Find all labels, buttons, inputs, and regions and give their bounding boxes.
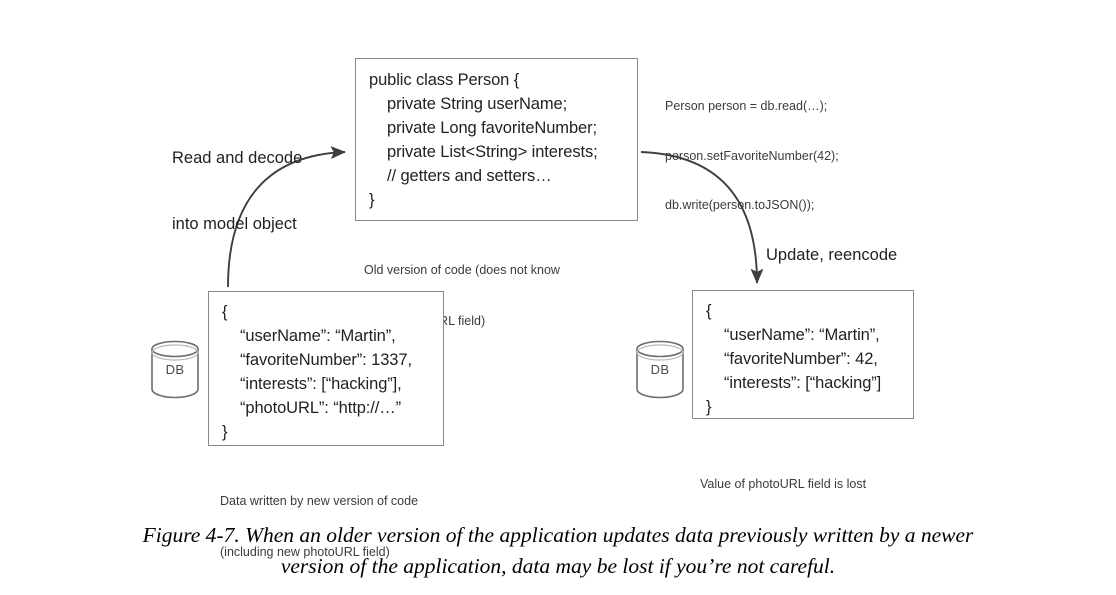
left-json-line-6: } [222,423,228,441]
database-label-right: DB [650,362,670,377]
figure-caption-line-1: Figure 4-7. When an older version of the… [142,523,974,547]
update-code-snippet: Person person = db.read(…); person.setFa… [665,65,839,247]
database-label-left: DB [165,362,185,377]
right-json-line-1: { [706,302,712,320]
right-json-document-box: { “userName”: “Martin”, “favoriteNumber”… [692,290,914,419]
right-json-line-4: “interests”: [“hacking”] [724,374,882,392]
left-json-caption-line-2: (including new photoURL field) [220,545,390,559]
database-cylinder-icon-right: DB [633,338,687,400]
read-label-line-1: Read and decode [172,149,303,167]
left-json-caption: Data written by new version of code (inc… [220,459,418,595]
figure-caption-line-2: version of the application, data may be … [280,554,836,578]
database-cylinder-icon-left: DB [148,338,202,400]
left-json-line-1: { [222,303,228,321]
class-code-line-4: private List<String> interests; [387,143,598,161]
right-json-line-5: } [706,398,712,416]
class-code-line-2: private String userName; [387,95,568,113]
database-cylinder-shape [636,340,684,399]
left-json-document-box: { “userName”: “Martin”, “favoriteNumber”… [208,291,444,446]
figure-caption: Figure 4-7. When an older version of the… [58,520,1058,582]
person-class-code-box: public class Person { private String use… [355,58,638,221]
left-json-caption-line-1: Data written by new version of code [220,494,419,508]
snippet-line-3: db.write(person.toJSON()); [665,198,815,212]
left-json-line-3: “favoriteNumber”: 1337, [240,351,412,369]
class-box-caption-line-1: Old version of code (does not know [364,263,560,277]
read-label-line-2: into model object [172,215,297,233]
right-json-line-2: “userName”: “Martin”, [724,326,880,344]
class-code-line-5: // getters and setters… [387,167,552,185]
left-json-line-4: “interests”: [“hacking”], [240,375,402,393]
class-code-line-6: } [369,191,375,209]
left-json-line-5: “photoURL”: “http://…” [240,399,402,417]
right-json-caption-line-1: Value of photoURL field is lost [700,477,867,491]
class-code-line-1: public class Person { [369,71,520,89]
read-and-decode-label: Read and decode into model object [172,103,302,279]
right-json-caption: Value of photoURL field is lost [700,442,866,527]
left-json-line-2: “userName”: “Martin”, [240,327,396,345]
update-label-line-1: Update, reencode [766,246,898,264]
class-code-line-3: private Long favoriteNumber; [387,119,597,137]
snippet-line-2: person.setFavoriteNumber(42); [665,148,839,163]
right-json-line-3: “favoriteNumber”: 42, [724,350,878,368]
snippet-line-1: Person person = db.read(…); [665,99,828,113]
database-cylinder-shape [151,340,199,399]
